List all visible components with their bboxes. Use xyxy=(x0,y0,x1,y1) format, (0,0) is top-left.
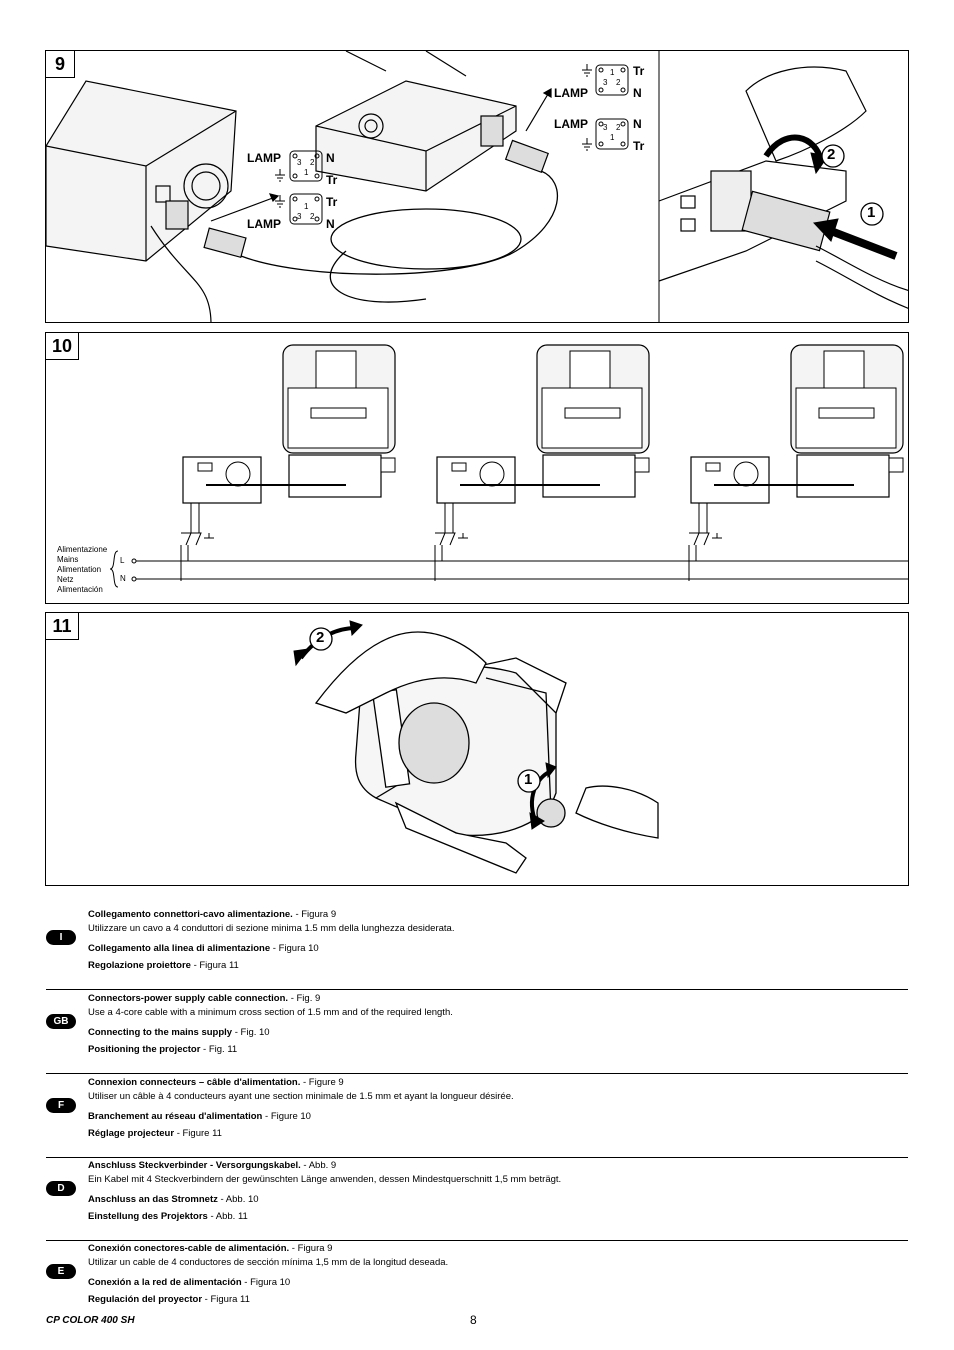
pin-label-lamp: LAMP xyxy=(247,217,281,231)
section-text: Use a 4-core cable with a minimum cross … xyxy=(88,1007,453,1018)
figure-11-number: 11 xyxy=(46,613,79,640)
pin-label-n: N xyxy=(633,86,642,100)
product-model: CP COLOR 400 SH xyxy=(46,1315,135,1326)
pin-number: 2 xyxy=(310,158,315,167)
pin-label-n: N xyxy=(326,151,335,165)
section-heading: Regolazione proiettore xyxy=(88,960,191,971)
pin-number: 1 xyxy=(610,133,615,142)
figure-ref: - Figura 11 xyxy=(190,960,239,971)
section-text: Utilizzare un cavo a 4 conduttori di sez… xyxy=(88,923,455,934)
pin-number: 3 xyxy=(297,158,302,167)
lang-block-it: I Collegamento connettori-cavo alimentaz… xyxy=(46,906,908,990)
section-heading: Connexion connecteurs – câble d'alimenta… xyxy=(88,1077,301,1088)
figure-ref: - Figure 10 xyxy=(262,1111,311,1122)
pin-number: 1 xyxy=(304,202,309,211)
figure-ref: - Figura 10 xyxy=(270,943,319,954)
figure-10-number: 10 xyxy=(46,333,79,360)
pin-number: 1 xyxy=(304,168,309,177)
pin-number: 3 xyxy=(603,78,608,87)
divider xyxy=(46,1240,908,1241)
figure-10-drawing xyxy=(109,344,908,588)
figure-ref: - Figure 9 xyxy=(300,1077,344,1088)
language-badge: F xyxy=(46,1098,76,1113)
lang-block-de: D Anschluss Steckverbinder - Versorgungs… xyxy=(46,1157,908,1241)
pin-label-lamp: LAMP xyxy=(247,151,281,165)
section-heading: Anschluss Steckverbinder - Versorgungska… xyxy=(88,1160,301,1171)
step-number: 2 xyxy=(827,146,836,163)
language-badge: GB xyxy=(46,1014,76,1029)
figure-ref: - Figura 10 xyxy=(241,1277,291,1288)
mains-label: Netz xyxy=(57,575,74,584)
section-heading: Réglage projecteur xyxy=(88,1128,175,1139)
section-text: Ein Kabel mit 4 Steckverbindern der gewü… xyxy=(88,1174,562,1185)
pin-label-tr: Tr xyxy=(326,195,338,209)
page-number: 8 xyxy=(470,1313,477,1327)
section-heading: Conexión conectores-cable de alimentació… xyxy=(88,1243,290,1254)
language-badge: D xyxy=(46,1181,76,1196)
lang-block-fr: F Connexion connecteurs – câble d'alimen… xyxy=(46,1074,908,1158)
section-text: Utiliser un câble à 4 conducteurs ayant … xyxy=(88,1091,514,1102)
language-badge: I xyxy=(46,930,76,945)
lang-block-es: E Conexión conectores-cable de alimentac… xyxy=(46,1240,908,1310)
section-heading: Einstellung des Projektors xyxy=(88,1211,208,1222)
section-text: Utilizar un cable de 4 conductores de se… xyxy=(88,1257,449,1268)
language-badge: E xyxy=(46,1264,76,1279)
step-number: 2 xyxy=(316,629,325,646)
step-number: 1 xyxy=(867,204,876,221)
figure-ref: - Abb. 10 xyxy=(217,1194,259,1205)
pin-number: 2 xyxy=(310,212,315,221)
step-number: 1 xyxy=(524,771,533,788)
section-heading: Branchement au réseau d'alimentation xyxy=(88,1111,263,1122)
figure-ref: - Figura 9 xyxy=(289,1243,333,1254)
divider xyxy=(46,1073,908,1074)
figure-ref: - Fig. 9 xyxy=(288,993,321,1004)
figure-ref: - Figure 11 xyxy=(174,1128,222,1139)
figure-11: 11 2 1 xyxy=(45,612,909,886)
figure-9-drawing xyxy=(46,51,908,322)
figure-ref: - Fig. 10 xyxy=(232,1027,270,1038)
pin-label-lamp: LAMP xyxy=(554,86,588,100)
figure-11-drawing xyxy=(293,620,659,874)
mains-label: Alimentazione xyxy=(57,545,108,554)
pin-label-n: N xyxy=(326,217,335,231)
pin-label-lamp: LAMP xyxy=(554,117,588,131)
figure-9: 9 LAMP N Tr Tr LAMP N Tr LAMP N LAMP N T… xyxy=(45,50,909,323)
section-heading: Positioning the projector xyxy=(88,1044,201,1055)
pin-number: 3 xyxy=(297,212,302,221)
line-label-l: L xyxy=(120,556,125,565)
mains-label: Mains xyxy=(57,555,79,564)
divider xyxy=(46,1157,908,1158)
pin-label-n: N xyxy=(633,117,642,131)
pin-number: 1 xyxy=(610,68,615,77)
figure-ref: - Abb. 11 xyxy=(207,1211,248,1222)
pin-label-tr: Tr xyxy=(326,173,338,187)
section-heading: Anschluss an das Stromnetz xyxy=(88,1194,218,1205)
pin-number: 3 xyxy=(603,123,608,132)
pin-label-tr: Tr xyxy=(633,64,645,78)
lang-block-gb: GB Connectors-power supply cable connect… xyxy=(46,990,908,1074)
mains-label: Alimentación xyxy=(57,585,103,594)
figure-ref: - Abb. 9 xyxy=(300,1160,337,1171)
section-heading: Conexión a la red de alimentación xyxy=(88,1277,242,1288)
section-heading: Connecting to the mains supply xyxy=(88,1027,233,1038)
line-label-n: N xyxy=(120,574,126,583)
pin-label-tr: Tr xyxy=(633,139,645,153)
section-heading: Regulación del proyector xyxy=(88,1294,203,1305)
figure-10: 10 Alimentazione Mains Alimentation Netz… xyxy=(45,332,909,604)
figure-ref: - Figura 11 xyxy=(202,1294,250,1305)
mains-label: Alimentation xyxy=(57,565,102,574)
figure-ref: - Fig. 11 xyxy=(200,1044,238,1055)
section-heading: Collegamento alla linea di alimentazione xyxy=(88,943,271,954)
pin-number: 2 xyxy=(616,123,621,132)
section-heading: Connectors-power supply cable connection… xyxy=(88,993,289,1004)
section-heading: Collegamento connettori-cavo alimentazio… xyxy=(88,909,293,920)
divider xyxy=(46,989,908,990)
figure-ref: - Figura 9 xyxy=(292,909,337,920)
figure-9-number: 9 xyxy=(46,51,75,78)
pin-number: 2 xyxy=(616,78,621,87)
